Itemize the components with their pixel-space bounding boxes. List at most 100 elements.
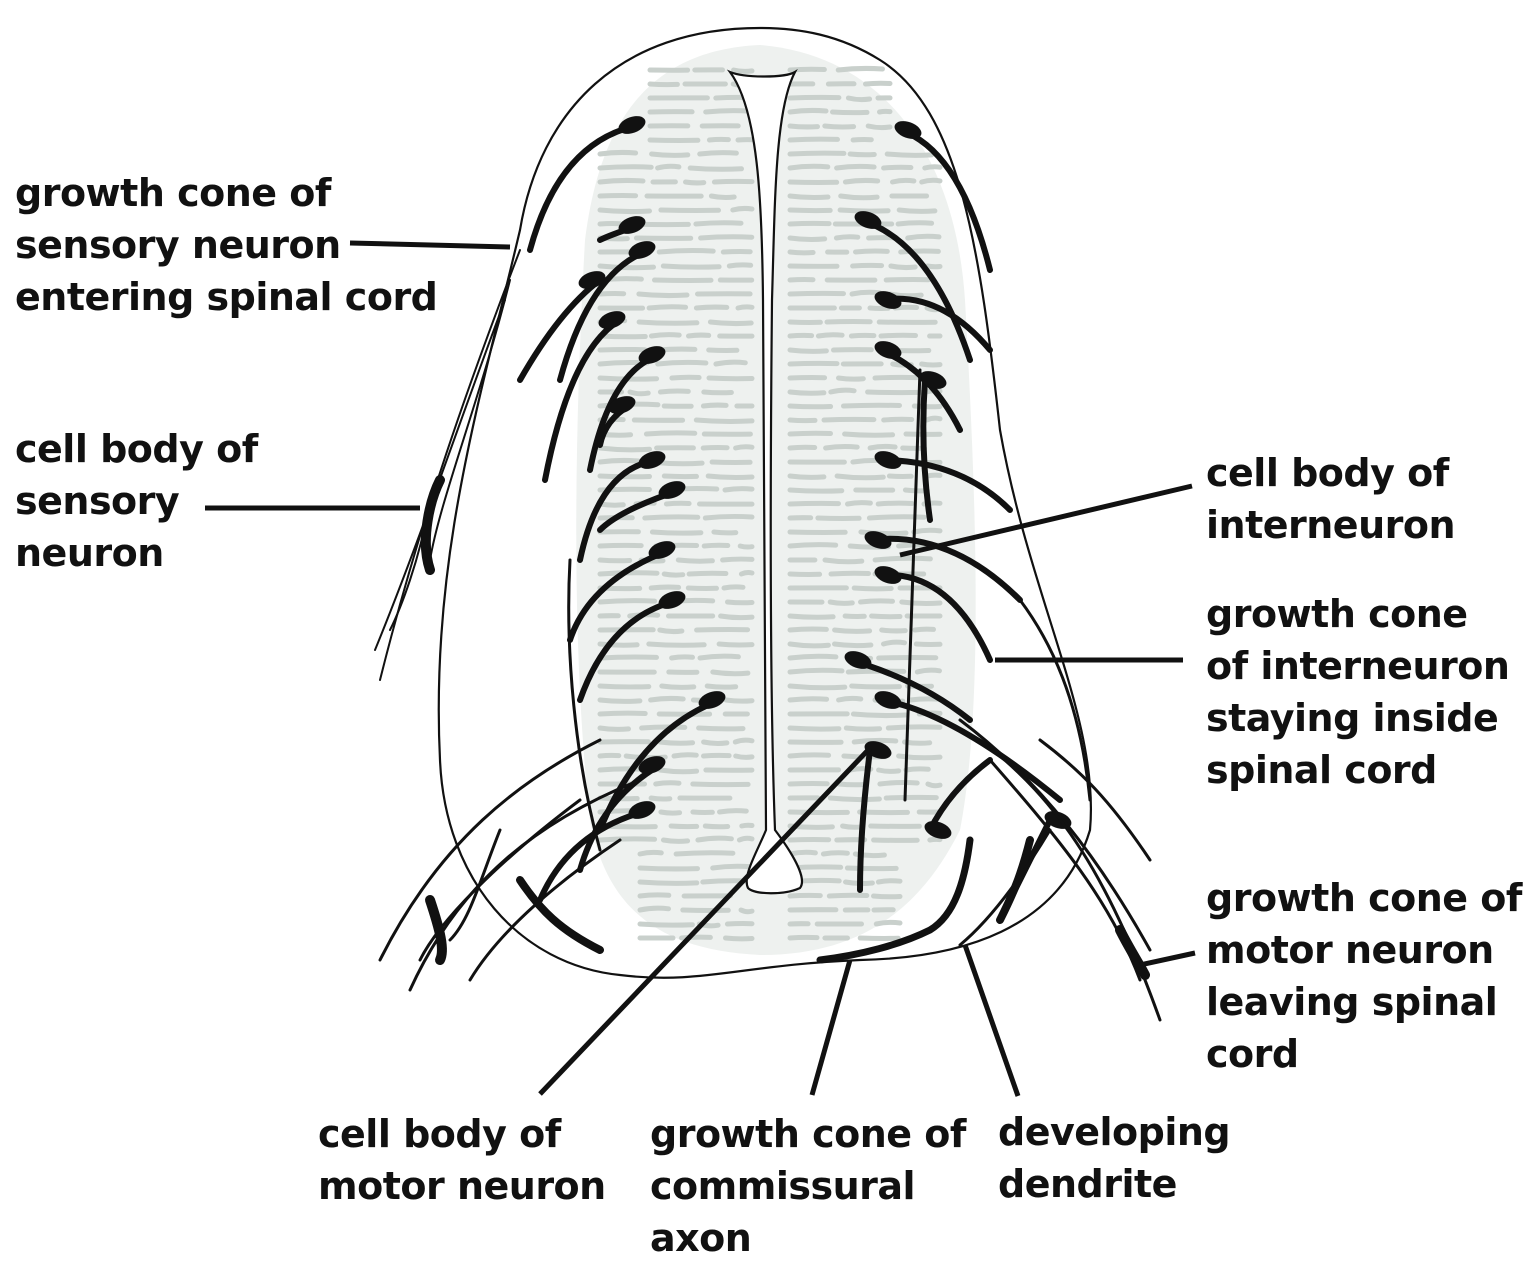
striation [640, 924, 692, 925]
striation [701, 237, 752, 238]
striation [721, 616, 752, 618]
striation [659, 251, 713, 252]
striation [790, 420, 815, 421]
striation [640, 852, 661, 854]
striation [790, 755, 829, 756]
striation [899, 210, 935, 211]
striation [829, 895, 867, 896]
striation [652, 532, 701, 533]
striation [930, 839, 940, 840]
striation [840, 210, 888, 211]
striation [902, 602, 940, 604]
striation [830, 602, 852, 603]
striation [790, 392, 824, 393]
striation [728, 602, 753, 603]
label-line: growth cone of [15, 167, 437, 219]
striation [830, 798, 879, 800]
neuron-process [990, 760, 1140, 980]
striation [845, 434, 893, 435]
neuron-process [1000, 840, 1030, 920]
striation [790, 476, 824, 477]
striation [839, 698, 861, 700]
striation [866, 83, 891, 84]
striation [790, 196, 828, 198]
striation [639, 294, 687, 296]
striation [893, 180, 914, 182]
label-line: axon [650, 1212, 966, 1264]
striation [874, 896, 901, 897]
label-line: leaving spinal [1206, 976, 1522, 1028]
striation [704, 755, 730, 756]
striation [600, 839, 655, 840]
striation [831, 573, 869, 574]
striation [790, 644, 828, 646]
striation [917, 670, 939, 672]
striation [790, 670, 842, 672]
striation [818, 518, 859, 519]
striation [790, 238, 825, 239]
striation [914, 530, 940, 532]
striation [704, 742, 727, 743]
striation [600, 167, 651, 168]
striation [836, 237, 857, 238]
striation [839, 784, 865, 785]
striation [861, 601, 893, 602]
striation [700, 153, 737, 154]
striation [851, 335, 874, 336]
striation [826, 447, 858, 448]
striation [790, 335, 812, 336]
striation [860, 812, 908, 813]
striation [652, 154, 688, 155]
striation [790, 656, 836, 658]
striation [674, 755, 696, 756]
striation [700, 656, 738, 658]
striation [600, 336, 645, 337]
striation [843, 826, 862, 827]
striation [790, 166, 828, 168]
striation [662, 686, 694, 687]
striation [696, 223, 741, 224]
label-line: dendrite [998, 1158, 1230, 1210]
striation [693, 784, 748, 785]
striation [707, 686, 736, 687]
striation [825, 126, 854, 127]
striation [709, 139, 728, 140]
striation [881, 335, 916, 336]
striation [600, 180, 643, 182]
striation [844, 405, 900, 406]
striation [875, 377, 917, 378]
pointer-developing-dendrite [965, 945, 1018, 1096]
striation [835, 644, 871, 646]
striation [790, 503, 839, 504]
label-motor-cell-body: cell body of motor neuron [318, 1108, 606, 1212]
striation [705, 826, 727, 827]
striation [879, 770, 899, 771]
striation [600, 769, 644, 770]
striation [708, 476, 752, 478]
striation [600, 728, 629, 729]
striation [651, 335, 679, 336]
striation [846, 728, 879, 729]
striation [649, 307, 686, 308]
striation [646, 433, 694, 434]
striation [848, 503, 871, 504]
label-commissural-growth-cone: growth cone of commissural axon [650, 1108, 966, 1264]
striation [837, 476, 883, 478]
striation [736, 756, 752, 757]
striation [838, 68, 882, 70]
striation [711, 196, 734, 198]
striation [790, 852, 815, 854]
striation [600, 504, 623, 505]
striation [699, 728, 743, 729]
striation [824, 419, 874, 420]
striation [831, 390, 854, 392]
striation [790, 728, 839, 729]
striation [790, 252, 813, 253]
pointer-motor-growth-cone [1140, 953, 1195, 965]
striation [704, 392, 732, 393]
striation [714, 181, 752, 182]
striation [852, 686, 900, 687]
striation [630, 392, 648, 394]
label-line: spinal cord [1206, 744, 1509, 796]
striation [726, 938, 753, 939]
